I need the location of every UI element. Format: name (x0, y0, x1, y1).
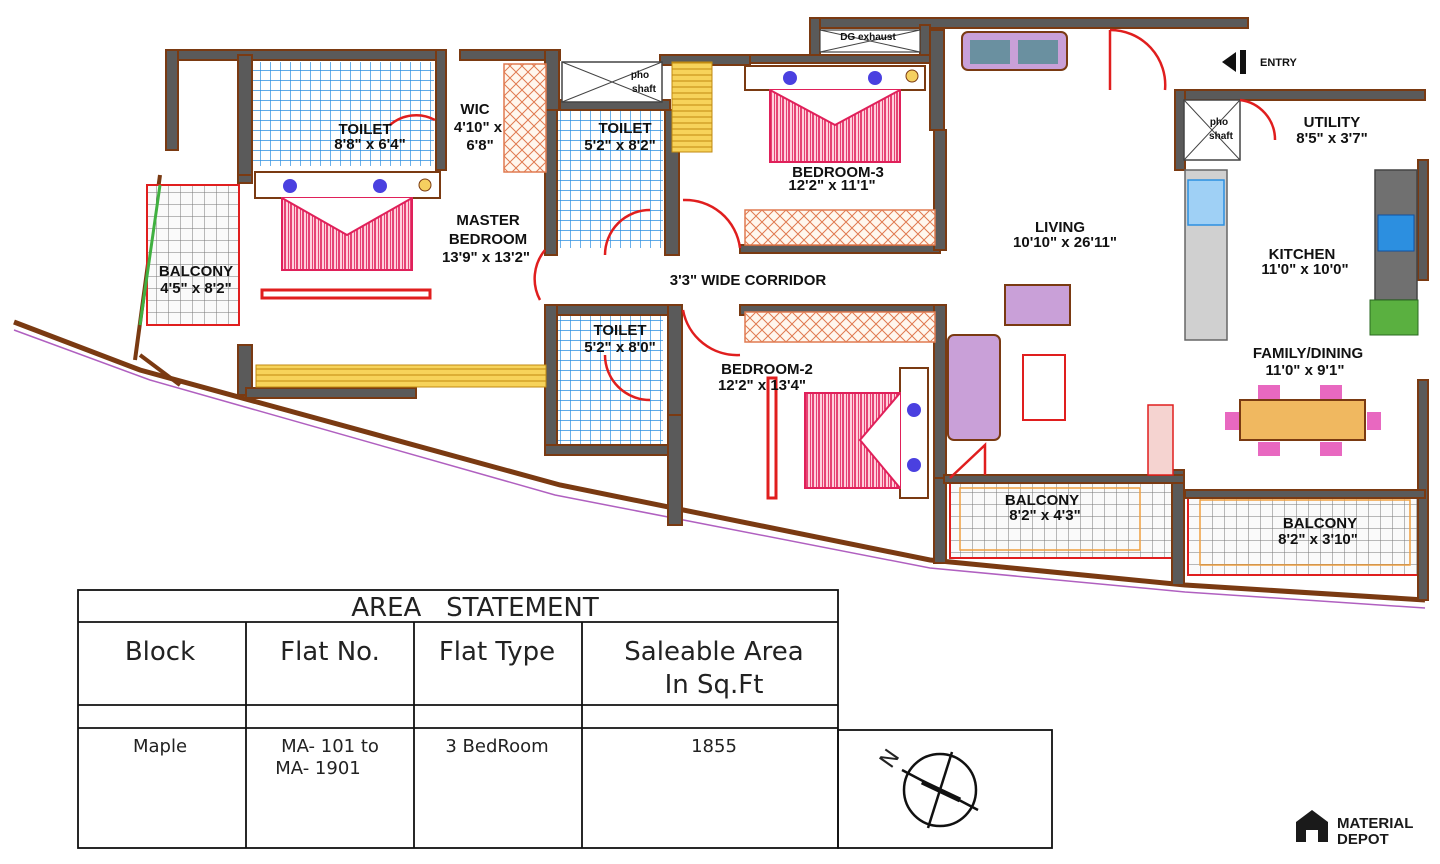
kitchen-counter (1184, 169, 1419, 341)
master-name-2: BEDROOM (449, 231, 527, 248)
wic-size-1: 4'10" x (454, 119, 503, 136)
wood-panel-top (671, 61, 713, 153)
toilet-master-size: 8'8" x 6'4" (334, 136, 405, 153)
family-size: 11'0" x 9'1" (1266, 362, 1345, 379)
wic-size-2: 6'8" (466, 137, 493, 154)
master-name-1: MASTER (456, 212, 520, 229)
balcony-left-size: 4'5" x 8'2" (160, 280, 231, 297)
dg-exhaust-shaft (819, 29, 921, 53)
toilet-bottom-tiles (555, 315, 663, 445)
header-flat-no: Flat No. (280, 637, 380, 667)
header-block: Block (125, 637, 195, 667)
kitchen-name: KITCHEN (1269, 246, 1336, 263)
header-area-1: Saleable Area (624, 637, 803, 667)
utility-size: 8'5" x 3'7" (1296, 130, 1367, 147)
logo-line-2: DEPOT (1337, 831, 1389, 848)
dg-exhaust-label: DG exhaust (840, 32, 896, 43)
room-labels: TOILET 8'8" x 6'4" WIC 4'10" x 6'8" TOIL… (159, 32, 1368, 548)
balcony-right (1187, 492, 1421, 576)
kitchen-size: 11'0" x 10'0" (1261, 261, 1348, 278)
walls (165, 17, 1429, 601)
wardrobe-bedroom3 (744, 209, 936, 246)
material-depot-logo: MATERIAL DEPOT (1296, 810, 1413, 848)
cell-flat-type: 3 BedRoom (445, 736, 548, 757)
toilet-master-name: TOILET (338, 121, 391, 138)
wardrobe-bedroom2 (744, 311, 936, 343)
header-flat-type: Flat Type (439, 637, 555, 667)
logo-line-1: MATERIAL (1337, 815, 1413, 832)
header-area-2: In Sq.Ft (665, 670, 764, 700)
toilet-top-size: 5'2" x 8'2" (584, 137, 655, 154)
shaft-top (561, 61, 663, 103)
shaft-utility-line2: shaft (1209, 131, 1234, 142)
living-furniture (947, 31, 1174, 476)
balcony-mid-name: BALCONY (1005, 492, 1079, 509)
toilet-top-tiles (555, 110, 663, 248)
shaft-utility-line1: pho (1210, 117, 1228, 128)
balcony-door (138, 184, 162, 326)
cell-area: 1855 (691, 736, 737, 757)
entry-label: ENTRY (1260, 57, 1298, 69)
living-size: 10'10" x 26'11" (1013, 234, 1117, 251)
corridor-name: 3'3" WIDE CORRIDOR (670, 272, 827, 289)
entry-marker: ENTRY (1222, 50, 1298, 74)
door-swings (389, 28, 1277, 479)
dining-table (1225, 385, 1381, 456)
toilet-bottom-size: 5'2" x 8'0" (584, 339, 655, 356)
master-bed (254, 171, 441, 300)
wic-name: WIC (460, 101, 489, 118)
bedroom3-bed (744, 65, 926, 163)
compass-north-label: N (875, 745, 905, 773)
bedroom3-name: BEDROOM-3 (792, 164, 884, 181)
shaft-top-line1: pho (631, 70, 649, 81)
wardrobe-wic (503, 63, 547, 173)
shaft-top-line2: shaft (632, 84, 657, 95)
wardrobe-master-wood (255, 364, 547, 388)
shaft-utility (1183, 99, 1241, 161)
cell-block: Maple (133, 736, 187, 757)
living-name: LIVING (1035, 219, 1085, 236)
balcony-right-name: BALCONY (1283, 515, 1357, 532)
toilet-top-name: TOILET (598, 120, 651, 137)
bedroom2-name: BEDROOM-2 (721, 361, 813, 378)
bedroom2-bed (766, 367, 929, 500)
area-statement-table (77, 589, 1053, 849)
toilet-bottom-name: TOILET (593, 322, 646, 339)
balcony-right-size: 8'2" x 3'10" (1278, 531, 1358, 548)
cell-flat-no-1: MA- 101 to (281, 736, 379, 757)
family-name: FAMILY/DINING (1253, 345, 1363, 362)
bedroom3-size: 12'2" x 11'1" (788, 177, 875, 194)
balcony-left (146, 184, 240, 326)
master-size: 13'9" x 13'2" (442, 249, 530, 266)
balcony-left-name: BALCONY (159, 263, 233, 280)
cell-flat-no-2: MA- 1901 (275, 758, 360, 779)
bedroom2-size: 12'2" x 13'4" (718, 377, 806, 394)
toilet-master-tiles (252, 62, 434, 166)
area-statement-title: AREA STATEMENT (351, 593, 599, 623)
balcony-mid-size: 8'2" x 4'3" (1009, 507, 1080, 524)
north-compass-icon: N (875, 745, 979, 829)
utility-name: UTILITY (1304, 114, 1361, 131)
